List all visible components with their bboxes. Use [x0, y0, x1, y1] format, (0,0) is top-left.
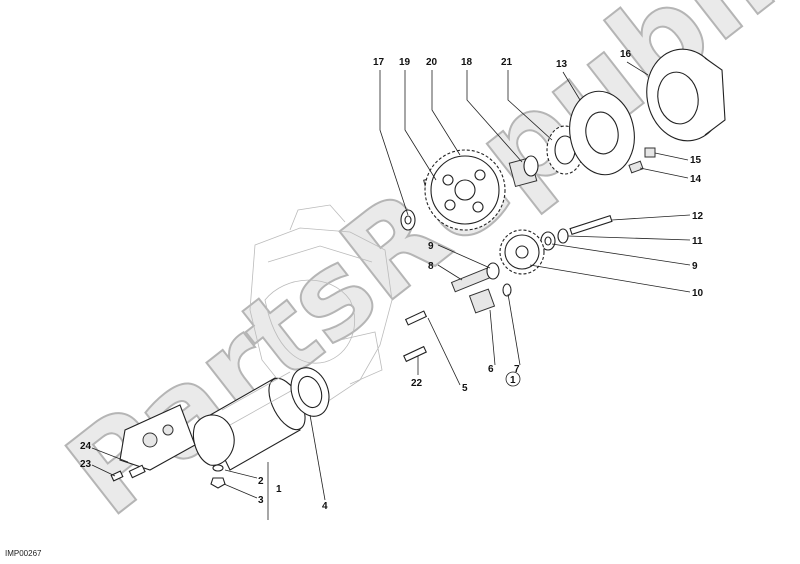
callout-18: 18 [461, 57, 473, 68]
callout-13: 13 [556, 59, 568, 70]
starter-end-cap [110, 404, 196, 482]
starter-pinion [468, 283, 512, 314]
starter-motor [192, 371, 306, 471]
callout-12: 12 [692, 211, 704, 222]
callout-14: 14 [690, 174, 702, 185]
reduction-gear [499, 229, 545, 275]
washers [400, 209, 569, 251]
nut-washer-set [210, 464, 226, 489]
callout-17: 17 [373, 57, 385, 68]
callout-labels: 17 19 20 18 21 13 16 15 14 12 11 9 10 9 … [80, 49, 704, 512]
idler-shaft [450, 262, 500, 293]
callout-21: 21 [501, 57, 513, 68]
circled-callout-ring [505, 371, 521, 387]
bushing [508, 155, 539, 188]
intermediate-gear [424, 149, 506, 231]
freewheel-housing [646, 48, 726, 142]
hardware-small [569, 147, 656, 236]
callout-22: 22 [411, 378, 423, 389]
callout-9-right: 9 [692, 261, 698, 272]
callout-5: 5 [462, 383, 468, 394]
callout-23: 23 [80, 459, 92, 470]
callout-24: 24 [80, 441, 92, 452]
callout-8: 8 [428, 261, 434, 272]
callout-3: 3 [258, 495, 264, 506]
callout-11: 11 [692, 236, 703, 247]
drawing-code: IMP00267 [5, 549, 42, 558]
callout-9-left: 9 [428, 241, 434, 252]
callout-1: 1 [276, 484, 282, 495]
crankcase-outline [249, 204, 393, 401]
callout-10: 10 [692, 288, 704, 299]
circled-callout-1: 1 [510, 375, 516, 386]
callout-16: 16 [620, 49, 632, 60]
bolts [403, 310, 428, 363]
gasket-ring [290, 367, 330, 417]
callout-15: 15 [690, 155, 702, 166]
callout-20: 20 [426, 57, 438, 68]
callout-6: 6 [488, 364, 494, 375]
callout-4: 4 [322, 501, 328, 512]
freewheel-ring [569, 90, 635, 176]
leader-lines [91, 61, 691, 520]
callout-2: 2 [258, 476, 264, 487]
callout-7: 7 [514, 364, 520, 375]
callout-19: 19 [399, 57, 411, 68]
